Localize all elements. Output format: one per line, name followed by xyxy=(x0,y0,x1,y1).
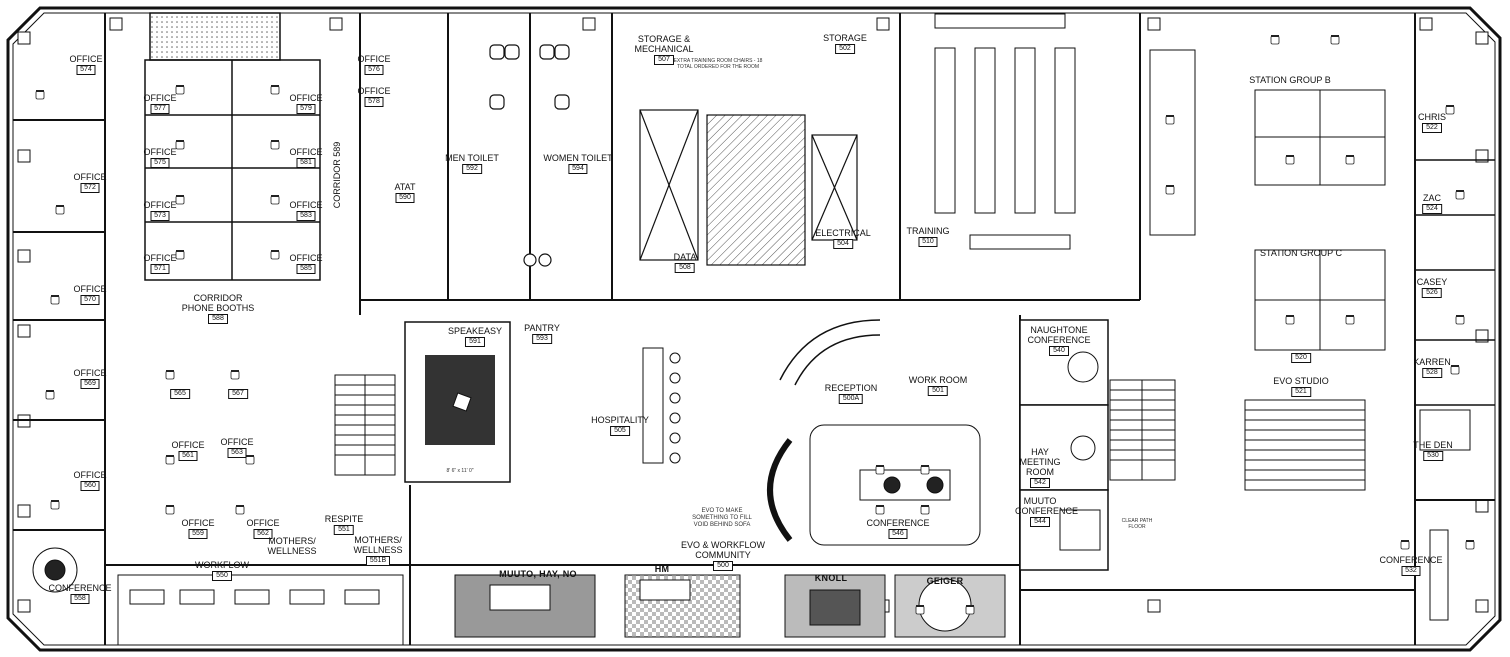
note-clear-path: CLEAR PATH FLOOR xyxy=(1121,518,1153,530)
showroom-geiger: GEIGER xyxy=(926,576,964,586)
room-corridor: CORRIDOR 589 xyxy=(332,141,342,209)
workflow-desks xyxy=(117,574,404,646)
note-speakeasy-size: 8' 6" x 11' 0" xyxy=(446,468,474,474)
speakeasy-floor xyxy=(404,321,511,483)
core xyxy=(489,44,858,267)
showroom xyxy=(454,574,1006,638)
training-desks xyxy=(934,13,1076,250)
room-565: 565 xyxy=(170,388,190,399)
room-station-c: STATION GROUP C xyxy=(1259,248,1343,258)
showroom-muuto-hay-no: MUUTO, HAY, NO xyxy=(499,569,577,579)
room-station-b: STATION GROUP B xyxy=(1249,75,1331,85)
showroom-hm: HM xyxy=(654,564,670,574)
hospitality-bar xyxy=(642,347,681,464)
lounge-sofa xyxy=(767,438,793,542)
evo-studio-bleachers xyxy=(1244,399,1366,491)
stairs xyxy=(334,374,1176,481)
conference-558-table xyxy=(32,547,78,593)
note-evo-sofa: EVO TO MAKE SOMETHING TO FILL VOID BEHIN… xyxy=(692,508,752,528)
walls xyxy=(13,13,1495,645)
office-block xyxy=(144,12,321,281)
station-groups xyxy=(1149,49,1386,351)
building-shell xyxy=(6,6,1502,652)
room-station-c-number: 520 xyxy=(1291,352,1311,363)
conference-546-table xyxy=(809,424,981,546)
conference-532-table xyxy=(1429,529,1449,621)
room-mothers-wellness: MOTHERS/ WELLNESS xyxy=(267,536,317,556)
reception-desk xyxy=(779,319,881,386)
meeting-rooms xyxy=(1019,319,1109,571)
showroom-knoll: KNOLL xyxy=(814,573,848,583)
note-extra-training: EXTRA TRAINING ROOM CHAIRS - 18 TOTAL OR… xyxy=(673,58,763,70)
columns xyxy=(17,17,1489,613)
room-567: 567 xyxy=(228,388,248,399)
private-offices xyxy=(1415,159,1495,451)
